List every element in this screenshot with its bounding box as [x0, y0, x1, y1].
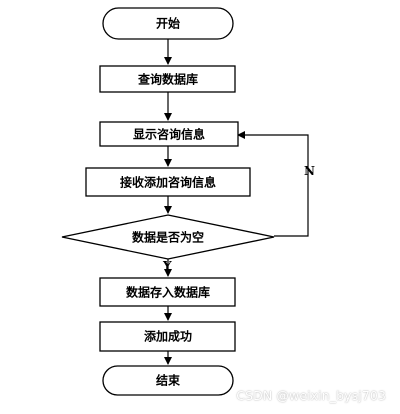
node-query-database-label: 查询数据库: [137, 72, 198, 87]
node-decision-empty-label: 数据是否为空: [132, 230, 204, 245]
node-add-success: 添加成功: [99, 321, 236, 352]
edge-label-no: N: [304, 164, 315, 178]
node-decision-empty: 数据是否为空: [61, 214, 275, 260]
node-store-database: 数据存入数据库: [99, 277, 236, 307]
node-receive-info-label: 接收添加咨询信息: [120, 175, 216, 190]
edge-label-yes: Y: [162, 259, 172, 273]
node-end-label: 结束: [156, 373, 181, 388]
watermark: CSDN @weixin_bysj703: [236, 388, 386, 403]
node-start-label: 开始: [156, 16, 180, 31]
arrow-decision-no-loop: [237, 131, 309, 237]
node-start: 开始: [102, 7, 234, 40]
connectors: [164, 39, 309, 365]
node-receive-info: 接收添加咨询信息: [85, 167, 251, 197]
node-store-database-label: 数据存入数据库: [126, 285, 210, 300]
node-show-info-label: 显示咨询信息: [133, 127, 205, 142]
node-add-success-label: 添加成功: [144, 329, 192, 344]
node-query-database: 查询数据库: [99, 65, 236, 93]
node-show-info: 显示咨询信息: [99, 121, 239, 147]
node-end: 结束: [102, 365, 234, 396]
